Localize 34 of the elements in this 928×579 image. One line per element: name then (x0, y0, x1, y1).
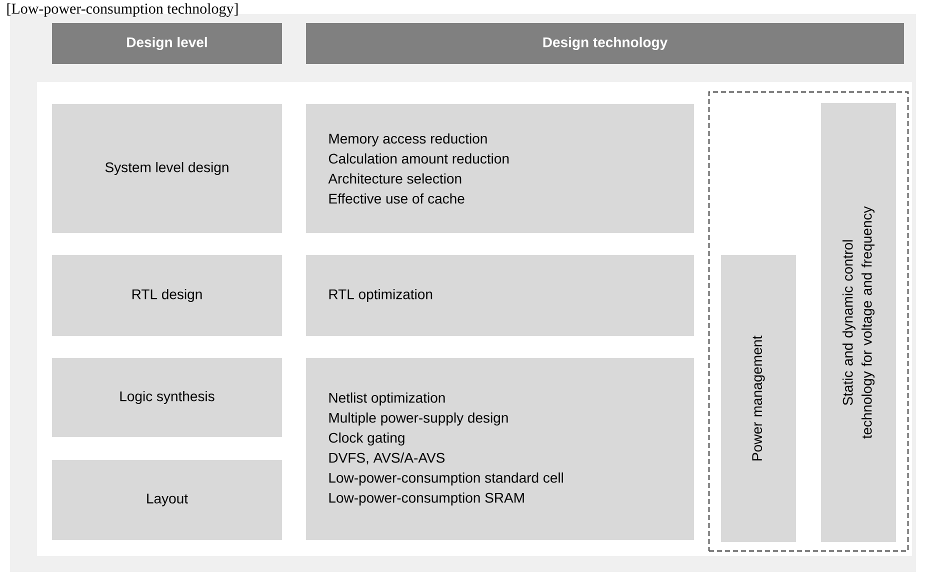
node-label: Low-power-consumption SRAM (329, 492, 524, 506)
vertical-box (821, 103, 896, 542)
title: [Low-power-consumption technology] (7, 3, 238, 17)
rotated-label: Static and dynamic control technology for voltage and frequency (842, 206, 875, 439)
dashed-group-box (708, 91, 909, 552)
level-box (52, 104, 282, 233)
item-list: Memory access reduction Calculation amount reduction Architecture selection Effective use of cache (328, 133, 509, 204)
node-label: Architecture selection (328, 173, 462, 184)
node-label: Calculation amount reduction (328, 153, 509, 164)
level-label: Layout (147, 494, 188, 506)
item-list: Netlist optimization Multiple power-supply design Clock gating DVFS, AVS/A-AVS Low-power-consumption standard cell Low-power-consumption SRAM (328, 392, 563, 506)
rotated-label: Power management (752, 336, 765, 460)
column-header (306, 23, 904, 64)
level-box (52, 255, 282, 336)
vertical-box (721, 255, 796, 542)
node-label: Netlist optimization (329, 392, 445, 406)
header-label: Design technology (543, 36, 668, 50)
node-label: DVFS, AVS/A-AVS (329, 452, 445, 464)
level-box (52, 460, 282, 540)
node-label: Clock gating (328, 432, 404, 446)
node-label: Multiple power-supply design (329, 412, 508, 426)
technology-box (306, 255, 694, 336)
technology-box (306, 104, 694, 233)
technology-box (306, 358, 694, 540)
node-label: Effective use of cache (329, 193, 464, 204)
node-label: Low-power-consumption standard cell (329, 472, 564, 486)
level-label: System level design (105, 162, 228, 176)
header-label: Design level (127, 36, 207, 50)
level-box (52, 358, 282, 437)
node-label: Memory access reduction (329, 133, 487, 146)
item-list: RTL optimization (329, 288, 432, 302)
level-label: RTL design (132, 288, 202, 302)
column-header (52, 23, 282, 64)
level-label: Logic synthesis (120, 390, 214, 404)
